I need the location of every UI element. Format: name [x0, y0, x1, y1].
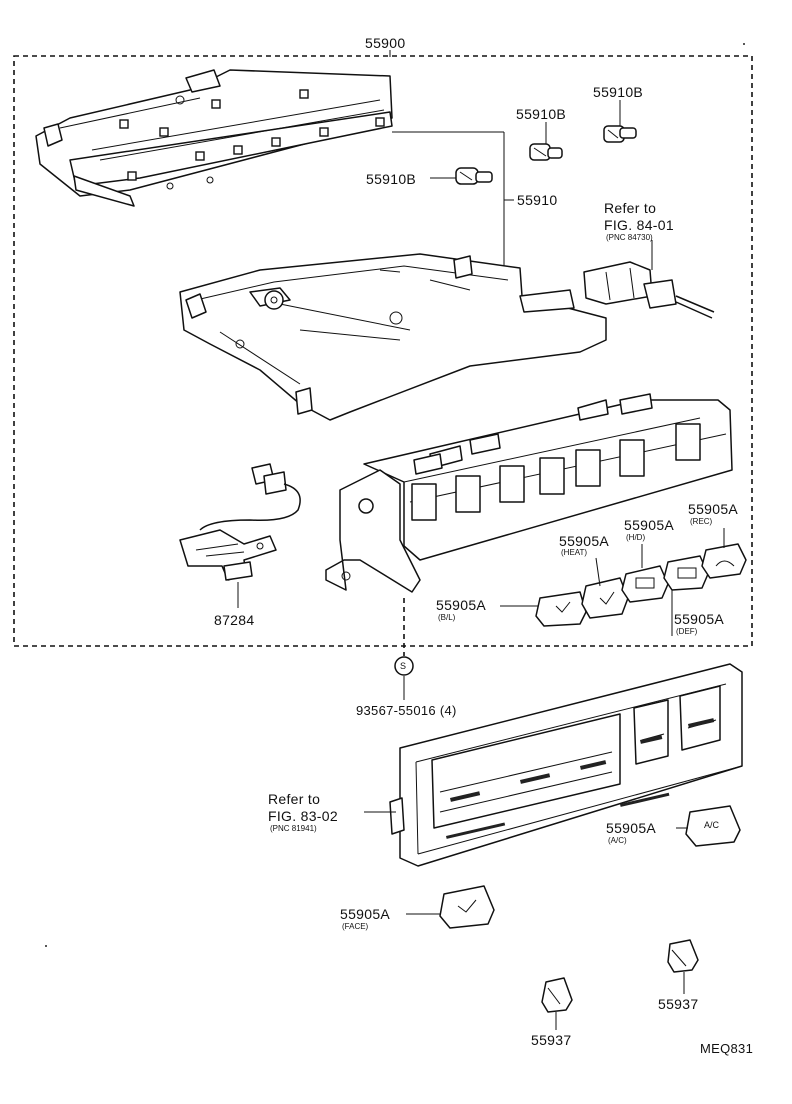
- label-knob-def: 55905A: [674, 611, 725, 627]
- speck: [743, 43, 745, 45]
- label-knob-hd: 55905A: [624, 517, 675, 533]
- label-refer-2-line2: FIG. 83-02: [268, 808, 338, 824]
- bulb-socket-3: [455, 167, 493, 185]
- control-frame: [179, 253, 607, 421]
- label-screw: 93567-55016 (4): [356, 703, 457, 718]
- label-knob-small-1: 55937: [531, 1032, 572, 1048]
- knob-heat-leader: [595, 557, 601, 587]
- label-knob-bl-sub: (B/L): [438, 613, 456, 622]
- label-knob-ac: 55905A: [606, 820, 657, 836]
- knob-heat: [581, 577, 629, 619]
- label-knob-def-sub: (DEF): [676, 627, 698, 636]
- label-refer-2-pnc: (PNC 81941): [270, 824, 317, 833]
- label-bulb-2: 55910B: [593, 84, 644, 100]
- label-refer-1-pnc: (PNC 84730): [606, 233, 653, 242]
- label-knob-heat: 55905A: [559, 533, 610, 549]
- label-assembly: 55900: [365, 35, 406, 51]
- label-knob-heat-sub: (HEAT): [561, 548, 588, 557]
- front-panel: [389, 663, 743, 867]
- screw-symbol: [394, 656, 414, 676]
- label-refer-1-line2: FIG. 84-01: [604, 217, 674, 233]
- bulb-socket-2: [603, 125, 637, 143]
- wire-harness: [179, 463, 301, 581]
- speck: [45, 945, 47, 947]
- label-screw-symbol: S: [400, 661, 407, 671]
- knob-hd: [621, 565, 669, 603]
- label-knob-ac-sub: (A/C): [608, 836, 627, 845]
- label-knob-rec-sub: (REC): [690, 517, 713, 526]
- connector: [583, 261, 715, 319]
- knob-small-2: [667, 939, 699, 973]
- assembly-boundary: [13, 55, 753, 647]
- knob-def: [663, 555, 709, 591]
- bulb-socket-1: [529, 143, 563, 161]
- label-knob-face-sub: (FACE): [342, 922, 369, 931]
- label-bulb-3: 55910B: [366, 171, 417, 187]
- knob-ac: [685, 805, 741, 847]
- control-head: [325, 393, 733, 593]
- label-knob-hd-sub: (H/D): [626, 533, 646, 542]
- label-bulb-1: 55910B: [516, 106, 567, 122]
- label-knob-face: 55905A: [340, 906, 391, 922]
- figure-code: MEQ831: [700, 1041, 754, 1056]
- knob-face: [439, 885, 495, 929]
- knob-rec: [701, 543, 747, 579]
- label-knob-small-2: 55937: [658, 996, 699, 1012]
- control-board: [35, 69, 393, 207]
- knob-small-1: [541, 977, 573, 1013]
- label-refer-1-line1: Refer to: [604, 200, 657, 216]
- label-refer-2-line1: Refer to: [268, 791, 321, 807]
- label-sub-assembly: 55910: [517, 192, 558, 208]
- label-knob-rec: 55905A: [688, 501, 739, 517]
- knob-ac-text: A/C: [704, 820, 720, 830]
- label-knob-bl: 55905A: [436, 597, 487, 613]
- knob-bl: [535, 591, 587, 627]
- label-harness: 87284: [214, 612, 255, 628]
